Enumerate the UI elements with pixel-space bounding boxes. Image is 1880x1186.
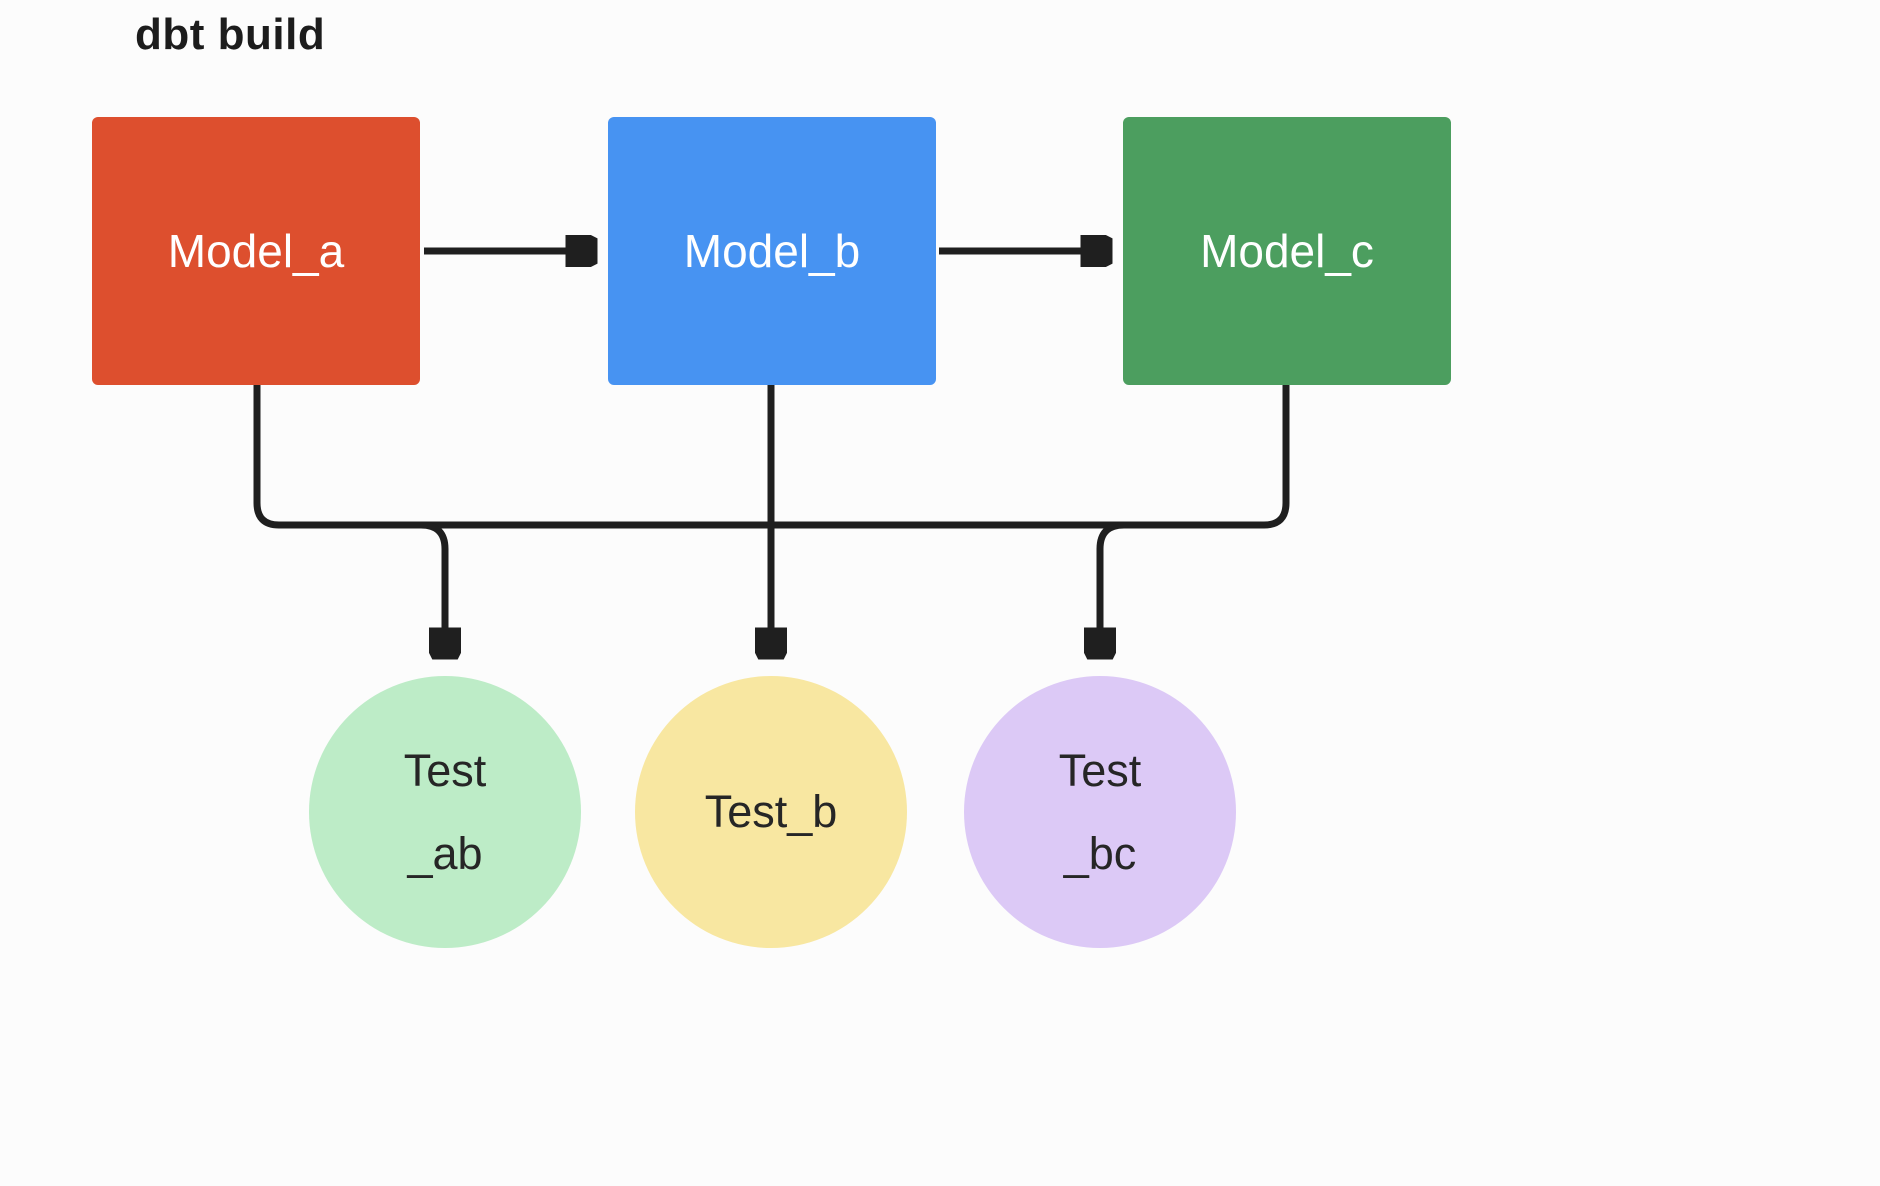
test-ab-label-line1: Test xyxy=(403,744,487,796)
test-bc-label-line1: Test xyxy=(1058,744,1142,796)
test-node-ab: Test _ab xyxy=(309,676,581,948)
edge-bus-model-a-to-model-c xyxy=(253,385,1290,529)
model-node-b: Model_b xyxy=(608,117,936,385)
model-node-a: Model_a xyxy=(92,117,420,385)
test-node-b: Test_b xyxy=(635,676,907,948)
model-b-label: Model_b xyxy=(683,225,861,277)
test-ab-label-line2: _ab xyxy=(407,828,483,879)
test-bc-label-line2: _bc xyxy=(1063,828,1137,879)
model-node-c: Model_c xyxy=(1123,117,1451,385)
edge-bus-to-test-ab xyxy=(420,521,445,650)
model-c-label: Model_c xyxy=(1200,225,1374,277)
test-b-label-line1: Test_b xyxy=(704,786,838,838)
diagram-title: dbt build xyxy=(135,10,326,59)
edge-bus-to-test-bc xyxy=(1100,521,1125,650)
test-node-bc: Test _bc xyxy=(964,676,1236,948)
model-a-label: Model_a xyxy=(167,225,345,277)
